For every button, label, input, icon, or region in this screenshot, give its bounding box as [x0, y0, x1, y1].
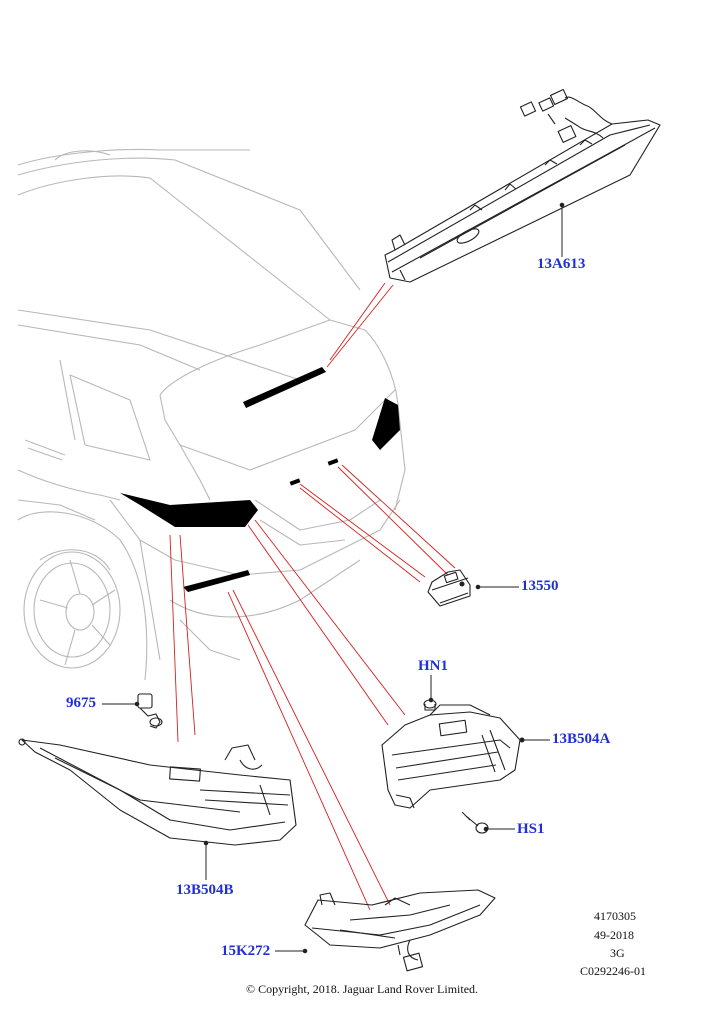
callout-13a613[interactable]: 13A613 [537, 256, 586, 272]
vehicle-lamp-highlights [120, 367, 400, 592]
callout-15k272[interactable]: 15K272 [221, 943, 271, 959]
callout-9675[interactable]: 9675 [66, 695, 96, 711]
diagram-ref-line1: 4170305 [594, 909, 636, 923]
vehicle-outline [17, 148, 406, 681]
copyright-notice: © Copyright, 2018. Jaguar Land Rover Lim… [245, 982, 479, 996]
diagram-ref-line4: C0292246-01 [580, 964, 646, 978]
callout-13b504b[interactable]: 13B504B [176, 882, 234, 898]
callout-leaders [102, 202, 565, 954]
leader-lines [169, 282, 456, 911]
callout-hs1[interactable]: HS1 [517, 821, 545, 837]
rear-fog-lamp[interactable] [304, 889, 496, 972]
bulb-holder[interactable] [137, 693, 163, 729]
license-plate-lamp[interactable] [427, 569, 471, 607]
rear-lamp-inner[interactable] [381, 704, 525, 809]
diagram-ref-line3: 3G [610, 946, 625, 960]
callout-13550[interactable]: 13550 [521, 578, 559, 594]
callout-13b504a[interactable]: 13B504A [552, 731, 611, 747]
high-mount-stop-lamp[interactable] [384, 88, 661, 283]
diagram-ref-line2: 49-2018 [594, 928, 634, 942]
callout-hn1[interactable]: HN1 [418, 658, 448, 674]
rear-lamp-outer[interactable] [18, 738, 297, 846]
